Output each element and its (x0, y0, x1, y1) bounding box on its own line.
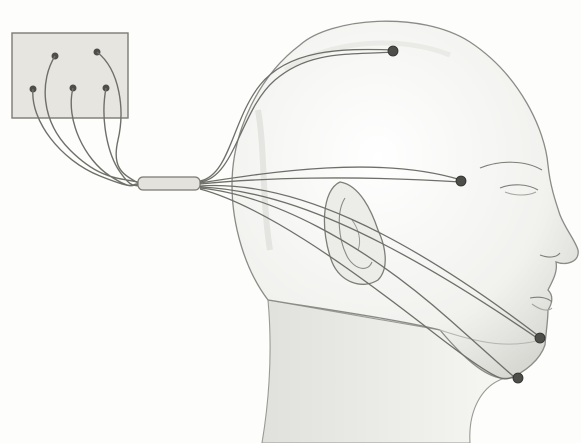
electrode-temple (456, 176, 466, 186)
electrode-jaw (513, 373, 523, 383)
cable-bundle (138, 177, 200, 190)
electrode-chin (535, 333, 545, 343)
connector-panel (12, 33, 128, 118)
electrode-crown (388, 46, 398, 56)
